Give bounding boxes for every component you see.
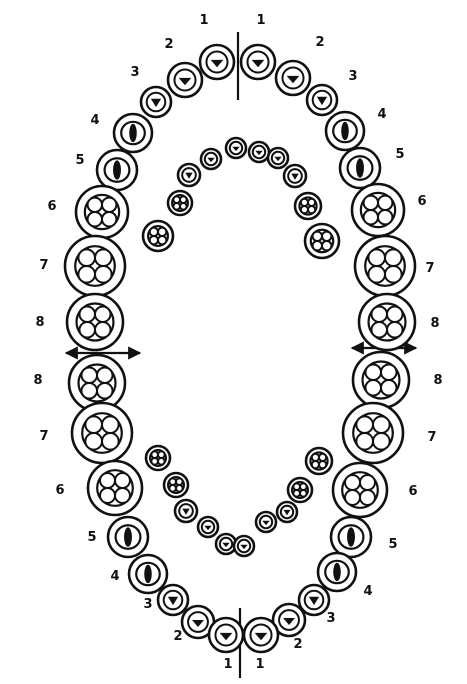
upper-right-label-2: 2 <box>315 35 324 50</box>
lower-left-tooth-6 <box>88 461 142 515</box>
upper-right-tooth-5 <box>340 148 380 188</box>
lower-left-tooth-7 <box>72 403 132 463</box>
lower-left-tooth-3 <box>158 585 188 615</box>
upper-left-label-8: 8 <box>35 315 44 330</box>
lower-right-tooth-4 <box>318 553 356 591</box>
upper-right-label-8: 8 <box>430 316 439 331</box>
lower-left-label-5: 4 <box>110 569 119 584</box>
primary-upper-tooth-1 <box>143 221 173 251</box>
lower-right-tooth-8 <box>353 352 409 408</box>
primary-upper-tooth-9 <box>295 193 321 219</box>
lower-right-tooth-6 <box>333 463 387 517</box>
lower-right-label-5: 4 <box>363 584 372 599</box>
lower-left-tooth-4 <box>129 555 167 593</box>
lower-left-label-6: 3 <box>143 597 152 612</box>
upper-right-label-3: 3 <box>348 69 357 84</box>
upper-right-label-5: 5 <box>395 147 404 162</box>
upper-left-tooth-7 <box>65 236 125 296</box>
primary-upper-tooth-5 <box>226 138 246 158</box>
upper-right-tooth-1 <box>241 45 275 79</box>
upper-left-tooth-4 <box>114 114 152 152</box>
primary-upper-tooth-4 <box>201 149 221 169</box>
lower-left-tooth-5 <box>108 517 148 557</box>
upper-left-tooth-6 <box>76 186 128 238</box>
primary-lower-tooth-2 <box>164 473 188 497</box>
lower-right-label-8: 1 <box>255 657 264 672</box>
lower-right-tooth-7 <box>343 403 403 463</box>
lower-right-tooth-5 <box>331 517 371 557</box>
upper-right-tooth-4 <box>326 112 364 150</box>
primary-upper-tooth-2 <box>168 191 192 215</box>
lower-right-label-6: 3 <box>326 611 335 626</box>
lower-left-label-4: 5 <box>87 530 96 545</box>
lower-right-label-4: 5 <box>388 537 397 552</box>
primary-lower-tooth-9 <box>288 478 312 502</box>
primary-lower-tooth-6 <box>234 536 254 556</box>
primary-lower-tooth-4 <box>198 517 218 537</box>
primary-upper-tooth-3 <box>178 164 200 186</box>
upper-right-label-6: 6 <box>417 194 426 209</box>
upper-left-tooth-1 <box>200 45 234 79</box>
upper-right-label-4: 4 <box>377 107 386 122</box>
upper-right-tooth-3 <box>307 85 337 115</box>
lower-right-label-3: 6 <box>408 484 417 499</box>
lower-right-label-2: 7 <box>427 430 436 445</box>
primary-lower-tooth-1 <box>146 446 170 470</box>
lower-right-tooth-1 <box>244 618 278 652</box>
primary-lower-tooth-8 <box>277 502 297 522</box>
primary-upper-tooth-8 <box>284 165 306 187</box>
lower-left-tooth-1 <box>209 618 243 652</box>
primary-lower-tooth-3 <box>175 500 197 522</box>
primary-upper-tooth-6 <box>249 142 269 162</box>
upper-left-tooth-5 <box>97 150 137 190</box>
lower-right-label-7: 2 <box>293 637 302 652</box>
upper-right-tooth-7 <box>355 236 415 296</box>
primary-upper-tooth-10 <box>305 224 339 258</box>
upper-left-label-1: 1 <box>199 13 208 28</box>
upper-left-label-2: 2 <box>164 37 173 52</box>
upper-left-tooth-3 <box>141 87 171 117</box>
lower-left-label-3: 6 <box>55 483 64 498</box>
upper-right-label-7: 7 <box>425 261 434 276</box>
lower-right-tooth-3 <box>299 585 329 615</box>
lower-left-label-7: 2 <box>173 629 182 644</box>
upper-right-tooth-8 <box>359 294 415 350</box>
upper-left-label-3: 3 <box>130 65 139 80</box>
upper-left-label-4: 4 <box>90 113 99 128</box>
upper-right-tooth-6 <box>352 184 404 236</box>
primary-lower-tooth-10 <box>306 448 332 474</box>
upper-right-tooth-2 <box>276 61 310 95</box>
upper-right-label-1: 1 <box>256 13 265 28</box>
lower-right-label-1: 8 <box>433 373 442 388</box>
primary-lower-tooth-7 <box>256 512 276 532</box>
upper-left-label-6: 6 <box>47 199 56 214</box>
lower-left-label-2: 7 <box>39 429 48 444</box>
upper-left-tooth-8 <box>67 294 123 350</box>
upper-left-tooth-2 <box>168 63 202 97</box>
upper-left-label-5: 5 <box>75 153 84 168</box>
lower-left-label-8: 1 <box>223 657 232 672</box>
primary-upper-tooth-7 <box>268 148 288 168</box>
upper-left-label-7: 7 <box>39 258 48 273</box>
lower-left-label-1: 8 <box>33 373 42 388</box>
